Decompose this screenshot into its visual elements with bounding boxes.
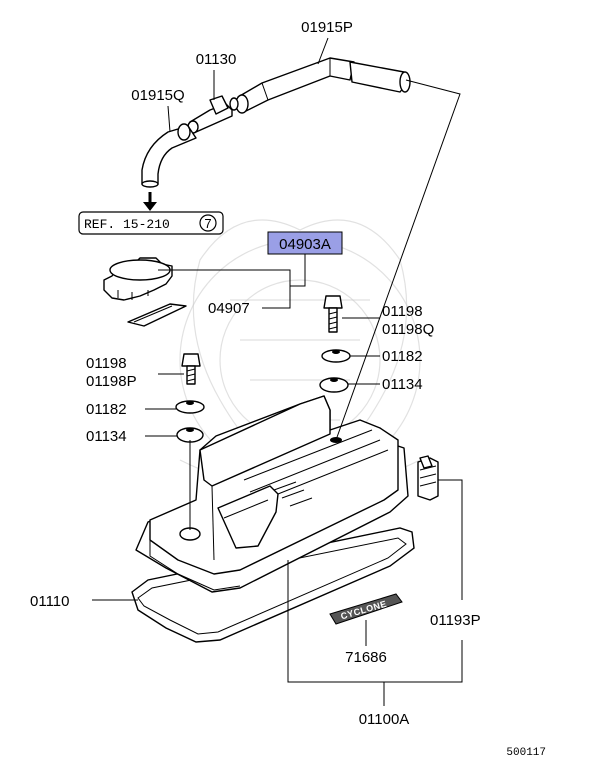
label-pcv-valve: 01130: [196, 51, 237, 68]
reference-circle-number: 7: [204, 216, 211, 231]
pcv-valve-01130: [187, 95, 239, 134]
label-assembly: 01100A: [359, 711, 410, 728]
label-hose-top: 01915P: [301, 19, 353, 36]
label-plug: 01193P: [430, 612, 481, 629]
label-gasket: 01110: [30, 593, 70, 610]
bolt-left: [181, 353, 201, 385]
grommet-left: [176, 427, 204, 443]
washer-left: [175, 400, 205, 414]
plug-01193P: [417, 455, 439, 501]
cap-gasket-04907: [127, 303, 187, 327]
reference-label: REF. 15-210: [84, 217, 170, 232]
label-bolt-left-a: 01198: [86, 355, 127, 372]
reference-box: REF. 15-210 7: [78, 211, 224, 235]
label-grommet-right: 01134: [382, 376, 423, 393]
emblem-text: CYCLONE: [340, 599, 388, 622]
emblem-71686: CYCLONE: [329, 593, 403, 625]
label-washer-left: 01182: [86, 401, 127, 418]
part-labels: 01915P 01130 01915Q 04907 01198 01198Q 0…: [30, 19, 546, 759]
washer-right: [321, 349, 351, 363]
down-arrow-icon: [143, 192, 157, 211]
highlight-label-04903A[interactable]: 04903A: [267, 231, 343, 255]
label-cap-gasket: 04907: [208, 300, 250, 317]
hose-01915P: [235, 57, 411, 114]
label-bolt-right-a: 01198: [382, 303, 423, 320]
highlight-label-text: 04903A: [279, 236, 331, 253]
bolt-right: [323, 295, 343, 333]
label-washer-right: 01182: [382, 348, 423, 365]
label-hose-left: 01915Q: [131, 87, 184, 104]
label-bolt-left-b: 01198P: [86, 373, 137, 390]
figure-number: 500117: [506, 747, 546, 759]
rocker-cover: [131, 395, 415, 643]
label-grommet-left: 01134: [86, 428, 127, 445]
leader-lines: [92, 37, 463, 706]
hose-01915Q: [141, 123, 197, 188]
label-emblem: 71686: [345, 649, 387, 666]
label-bolt-right-b: 01198Q: [382, 321, 434, 338]
oil-filler-cap: [103, 257, 173, 301]
grommet-right: [319, 377, 349, 393]
